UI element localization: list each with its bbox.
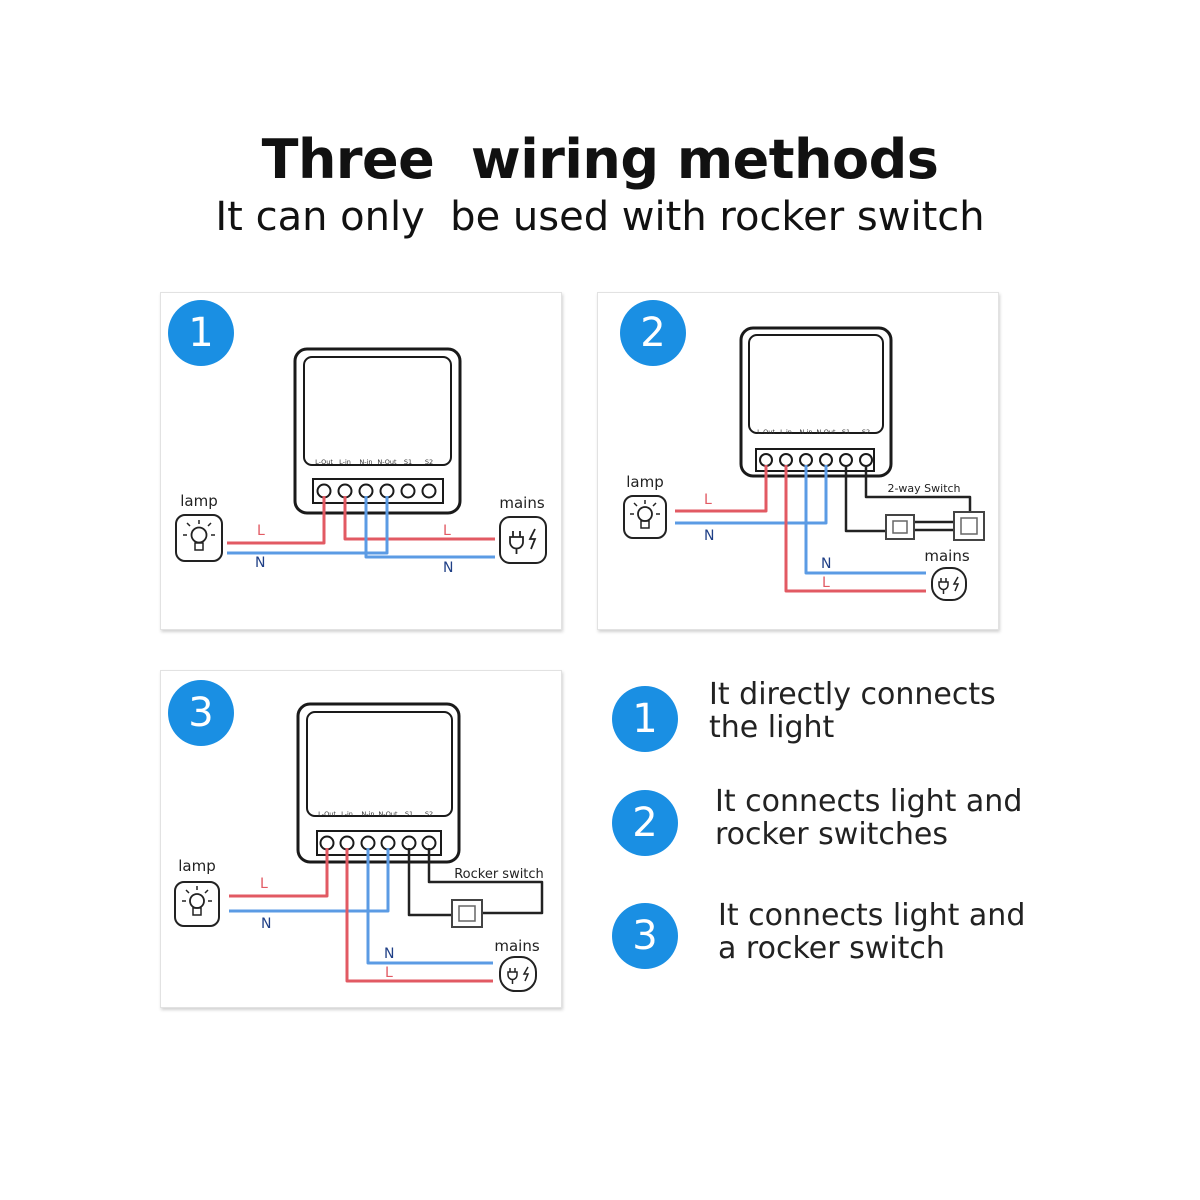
live-wire-lamp — [229, 848, 329, 898]
terminal-label-n-out: N-Out — [377, 458, 397, 466]
terminal-label-s1: S1 — [404, 458, 412, 466]
wire-label-n: N — [261, 916, 271, 932]
legend-item-3: 3 It connects light and a rocker switch — [612, 899, 1132, 1003]
wire-label-l: L — [822, 575, 830, 591]
lightbulb-icon — [623, 495, 667, 539]
wire-label-n: N — [255, 555, 265, 571]
wiring-diagram-2: L-Out L-in N-in N-Out S1 S2 2-way Swi — [623, 326, 985, 601]
terminal-label-n-out: N-Out — [816, 428, 836, 436]
wire-label-n: N — [704, 528, 714, 544]
legend-text-line: the light — [709, 710, 835, 745]
wire-label-l: L — [704, 492, 712, 508]
wiring-method-badge: 3 — [168, 680, 234, 746]
wiring-panel-1: L-Out L-in N-in N-Out S1 S2 L N L N lamp… — [160, 292, 562, 630]
live-wire-mains — [343, 496, 495, 541]
two-way-switch-label: 2-way Switch — [887, 482, 960, 495]
live-wire-lamp — [675, 465, 768, 513]
terminal-label-n-out: N-Out — [378, 810, 398, 818]
terminal-label-s2: S2 — [425, 458, 433, 466]
page-subtitle: It can only be used with rocker switch — [215, 194, 985, 240]
lamp-label: lamp — [180, 492, 218, 510]
neutral-wire-lamp — [227, 496, 389, 555]
neutral-wire-mains — [804, 465, 926, 575]
lightbulb-icon — [174, 881, 220, 927]
terminal-label-l-in: L-in — [780, 428, 792, 436]
wire-label-l: L — [260, 876, 268, 892]
mains-label: mains — [499, 494, 544, 512]
two-way-switch-wiring — [844, 465, 972, 533]
neutral-wire-lamp — [229, 848, 390, 913]
wiring-method-badge: 1 — [168, 300, 234, 366]
page-title: Three wiring methods — [261, 128, 939, 191]
legend-text-line: a rocker switch — [718, 931, 945, 966]
neutral-wire-mains — [364, 496, 495, 559]
terminal-label-s2: S2 — [862, 428, 870, 436]
live-wire-mains — [345, 848, 493, 983]
switch-module: L-Out L-in N-in N-Out S1 S2 — [296, 702, 461, 864]
wiring-method-badge: 2 — [620, 300, 686, 366]
terminal-label-l-out: L-Out — [315, 458, 333, 466]
legend-badge: 2 — [612, 790, 678, 856]
live-wire-mains — [784, 465, 926, 593]
legend-text-line: It connects light and — [715, 784, 1023, 819]
switch-module: L-Out L-in N-in N-Out S1 S2 — [739, 326, 893, 478]
switch-module: L-Out L-in N-in N-Out S1 S2 — [293, 347, 462, 515]
terminal-label-s1: S1 — [842, 428, 850, 436]
legend-badge: 1 — [612, 686, 678, 752]
wiring-panel-2: L-Out L-in N-in N-Out S1 S2 2-way Swi — [597, 292, 999, 630]
wire-label-n: N — [384, 946, 394, 962]
terminal-label-s2: S2 — [425, 810, 433, 818]
neutral-wire-lamp — [675, 465, 828, 525]
legend-badge: 3 — [612, 903, 678, 969]
mains-label: mains — [924, 547, 969, 565]
rocker-switch-label: Rocker switch — [454, 867, 544, 882]
rocker-switch-icon — [885, 514, 915, 540]
plug-icon — [931, 567, 967, 601]
wiring-panel-3: L-Out L-in N-in N-Out S1 S2 Rocker switc… — [160, 670, 562, 1008]
lightbulb-icon — [175, 514, 223, 562]
legend-item-1: 1 It directly connects the light — [612, 678, 1132, 786]
terminal-label-l-in: L-in — [341, 810, 353, 818]
terminal-label-l-in: L-in — [339, 458, 351, 466]
terminal-label-n-in: N-in — [799, 428, 812, 436]
terminal-label-l-out: L-Out — [757, 428, 775, 436]
mains-label: mains — [494, 937, 539, 955]
rocker-switch-icon — [953, 511, 985, 541]
terminal-label-s1: S1 — [405, 810, 413, 818]
wire-label-n: N — [821, 556, 831, 572]
terminal-screws — [759, 453, 873, 467]
wiring-diagram-1: L-Out L-in N-in N-Out S1 S2 L N L N lamp… — [175, 347, 547, 576]
legend-item-2: 2 It connects light and rocker switches — [612, 785, 1132, 890]
wire-label-l: L — [443, 523, 451, 539]
wire-label-l: L — [257, 523, 265, 539]
plug-icon — [499, 956, 537, 992]
legend-text-line: rocker switches — [715, 817, 949, 852]
plug-icon — [499, 516, 547, 564]
terminal-label-n-in: N-in — [359, 458, 372, 466]
wiring-diagram-3: L-Out L-in N-in N-Out S1 S2 Rocker switc… — [174, 702, 544, 992]
legend-text-line: It directly connects — [709, 677, 996, 712]
lamp-label: lamp — [178, 857, 216, 875]
terminal-label-l-out: L-Out — [318, 810, 336, 818]
legend-text-line: It connects light and — [718, 898, 1026, 933]
terminal-screws — [316, 483, 437, 499]
terminal-label-n-in: N-in — [361, 810, 374, 818]
neutral-wire-mains — [366, 848, 493, 965]
live-wire-lamp — [227, 496, 326, 545]
wire-label-l: L — [385, 965, 393, 981]
rocker-switch-icon — [451, 899, 483, 928]
wire-label-n: N — [443, 560, 453, 576]
lamp-label: lamp — [626, 473, 664, 491]
rocker-switch-wiring — [407, 848, 544, 917]
